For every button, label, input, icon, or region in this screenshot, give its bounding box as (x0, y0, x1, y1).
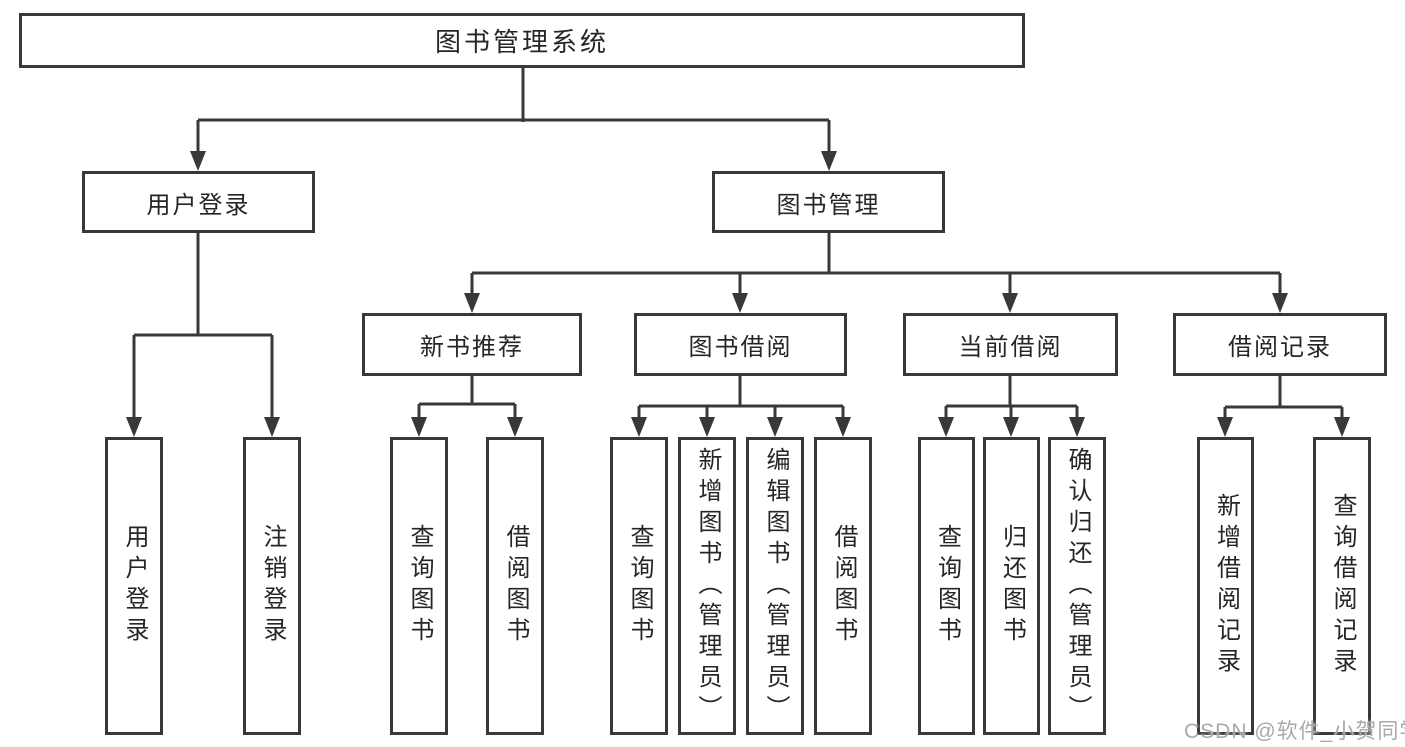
node-leaf-query-borrow-record-label: 查询借阅记录 (1329, 493, 1356, 679)
node-new-book-recommend: 新书推荐 (362, 313, 582, 376)
node-leaf-edit-book-admin-label: 编辑图书（管理员） (762, 446, 789, 726)
node-leaf-add-borrow-record: 新增借阅记录 (1197, 437, 1254, 735)
node-book-borrow: 图书借阅 (634, 313, 847, 376)
node-leaf-query-book-current: 查询图书 (918, 437, 975, 735)
node-user-login: 用户登录 (82, 171, 315, 233)
node-book-borrow-label: 图书借阅 (688, 334, 793, 361)
node-new-book-recommend-label: 新书推荐 (420, 334, 524, 361)
node-leaf-logout-label: 注销登录 (259, 524, 286, 648)
arrowheads (126, 151, 1350, 437)
node-leaf-borrow-book: 借阅图书 (814, 437, 872, 735)
node-leaf-logout: 注销登录 (243, 437, 301, 735)
node-leaf-query-book-borrow-label: 查询图书 (626, 524, 653, 648)
node-leaf-borrow-book-recommend: 借阅图书 (486, 437, 544, 735)
node-leaf-add-book-admin: 新增图书（管理员） (678, 437, 736, 735)
node-leaf-query-book-current-label: 查询图书 (933, 524, 961, 648)
node-root-system: 图书管理系统 (19, 13, 1025, 68)
node-borrow-records: 借阅记录 (1173, 313, 1387, 376)
node-leaf-user-login: 用户登录 (105, 437, 163, 735)
node-leaf-query-book-borrow: 查询图书 (610, 437, 668, 735)
node-borrow-records-label: 借阅记录 (1228, 334, 1332, 361)
node-root-label: 图书管理系统 (434, 27, 609, 57)
node-leaf-query-borrow-record: 查询借阅记录 (1313, 437, 1371, 735)
node-leaf-query-book-recommend: 查询图书 (390, 437, 448, 735)
node-book-management: 图书管理 (712, 171, 945, 233)
node-leaf-borrow-book-recommend-label: 借阅图书 (502, 524, 529, 648)
node-current-borrow-label: 当前借阅 (958, 334, 1063, 361)
node-leaf-borrow-book-label: 借阅图书 (830, 524, 857, 648)
node-leaf-return-book: 归还图书 (983, 437, 1040, 735)
node-leaf-return-book-label: 归还图书 (998, 524, 1026, 648)
node-book-management-label: 图书管理 (776, 191, 881, 219)
node-leaf-query-book-recommend-label: 查询图书 (406, 524, 433, 648)
csdn-watermark: CSDN @软件_小贺同学 (1184, 720, 1405, 743)
node-leaf-add-borrow-record-label: 新增借阅记录 (1212, 493, 1240, 679)
node-current-borrow: 当前借阅 (903, 313, 1118, 376)
node-leaf-edit-book-admin: 编辑图书（管理员） (746, 437, 804, 735)
node-user-login-label: 用户登录 (146, 191, 251, 219)
node-leaf-confirm-return-admin: 确认归还（管理员） (1048, 437, 1106, 735)
node-leaf-add-book-admin-label: 新增图书（管理员） (694, 446, 721, 726)
node-leaf-user-login-label: 用户登录 (121, 524, 148, 648)
node-leaf-confirm-return-admin-label: 确认归还（管理员） (1064, 446, 1091, 726)
